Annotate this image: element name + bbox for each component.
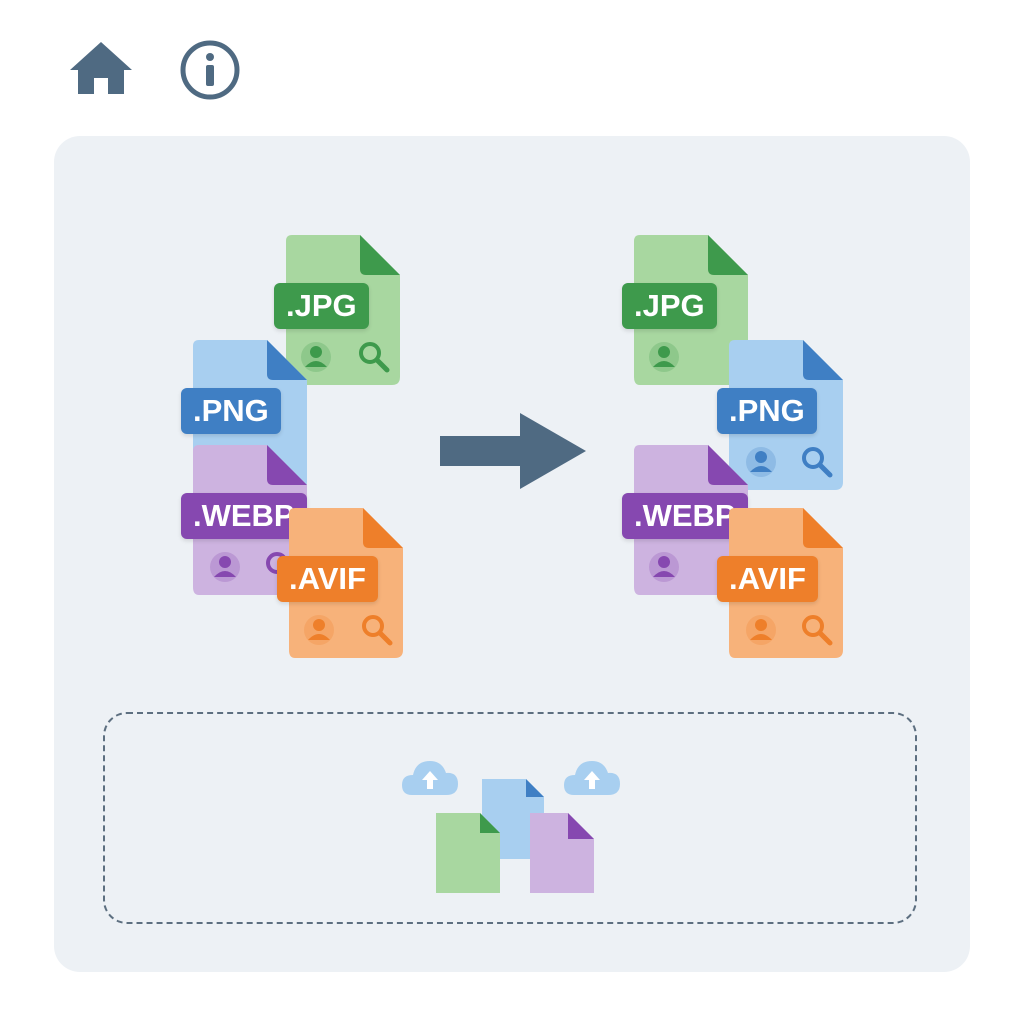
- image-file-icon: [729, 508, 843, 658]
- arrow-right-icon: [440, 413, 586, 489]
- info-icon: [180, 40, 240, 100]
- file-drop-zone[interactable]: [103, 712, 917, 924]
- target-file-jpg: .JPG: [622, 235, 750, 385]
- target-file-webp: .WEBP: [622, 445, 750, 595]
- info-button[interactable]: [178, 38, 242, 102]
- top-toolbar: [0, 0, 1024, 130]
- file-format-tag: .WEBP: [622, 493, 748, 539]
- source-file-jpg: .JPG: [274, 235, 402, 385]
- file-format-tag: .PNG: [181, 388, 281, 434]
- file-format-tag: .AVIF: [717, 556, 818, 602]
- source-file-avif: .AVIF: [277, 508, 405, 658]
- file-format-tag: .JPG: [274, 283, 369, 329]
- file-format-tag: .JPG: [622, 283, 717, 329]
- cloud-upload-icon: [564, 761, 620, 795]
- target-file-avif: .AVIF: [717, 508, 845, 658]
- upload-files-icon: [402, 761, 620, 893]
- file-format-tag: .WEBP: [181, 493, 307, 539]
- file-format-tag: .PNG: [717, 388, 817, 434]
- home-button[interactable]: [68, 38, 134, 98]
- cloud-upload-icon: [402, 761, 458, 795]
- file-format-tag: .AVIF: [277, 556, 378, 602]
- target-file-png: .PNG: [717, 340, 845, 490]
- home-icon: [70, 42, 132, 94]
